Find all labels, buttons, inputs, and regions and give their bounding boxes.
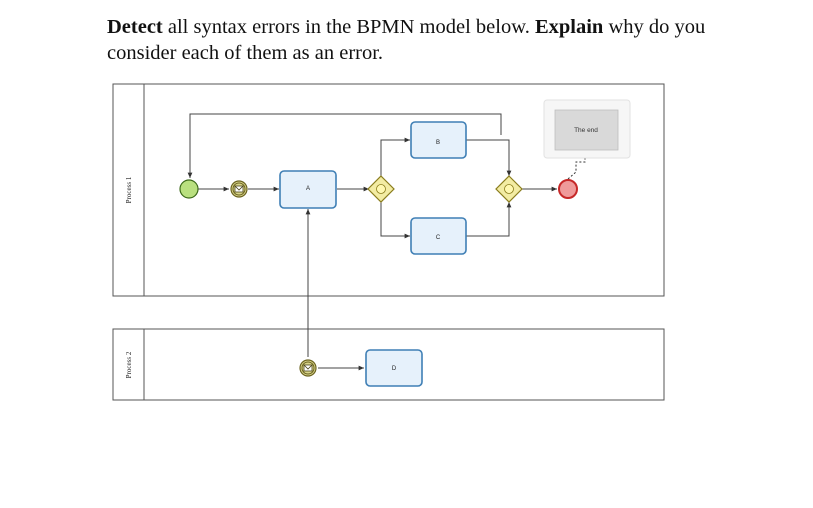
message-event-1 xyxy=(230,180,248,198)
task-c[interactable]: C xyxy=(410,217,467,255)
task-a-label: A xyxy=(306,186,310,192)
flow-task-b-to-gateway xyxy=(466,139,512,176)
annotation-association xyxy=(567,154,586,180)
annotation-label: The end xyxy=(574,127,598,134)
task-a[interactable]: A xyxy=(279,170,337,209)
task-d-label: D xyxy=(392,366,397,372)
detect-word: Detect xyxy=(107,16,163,38)
sequence-flows xyxy=(187,113,557,371)
question-part-2: all syntax errors in the BPMN model belo… xyxy=(162,16,535,38)
join-gateway xyxy=(495,175,523,203)
question-part-4: why do you consider each of them as an e… xyxy=(107,16,706,64)
task-d[interactable]: D xyxy=(365,349,423,387)
flow-task-c-to-gateway xyxy=(466,202,512,237)
flow-loop-back-to-start xyxy=(187,113,502,178)
message-event-2 xyxy=(299,359,317,377)
text-annotation: The end xyxy=(543,99,631,159)
question-text: Detect all syntax errors in the BPMN mod… xyxy=(107,14,747,66)
pool-2-label: Process 2 xyxy=(125,351,133,378)
task-c-label: C xyxy=(436,235,441,241)
split-gateway xyxy=(367,175,395,203)
flow-gateway-to-task-b xyxy=(380,137,410,177)
flow-gateway-to-task-c xyxy=(380,201,410,239)
start-event xyxy=(179,179,199,199)
explain-word: Explain xyxy=(534,16,604,38)
pool-1-label: Process 1 xyxy=(125,176,133,203)
task-b[interactable]: B xyxy=(410,121,467,159)
end-event xyxy=(558,179,578,199)
task-b-label: B xyxy=(436,140,440,146)
